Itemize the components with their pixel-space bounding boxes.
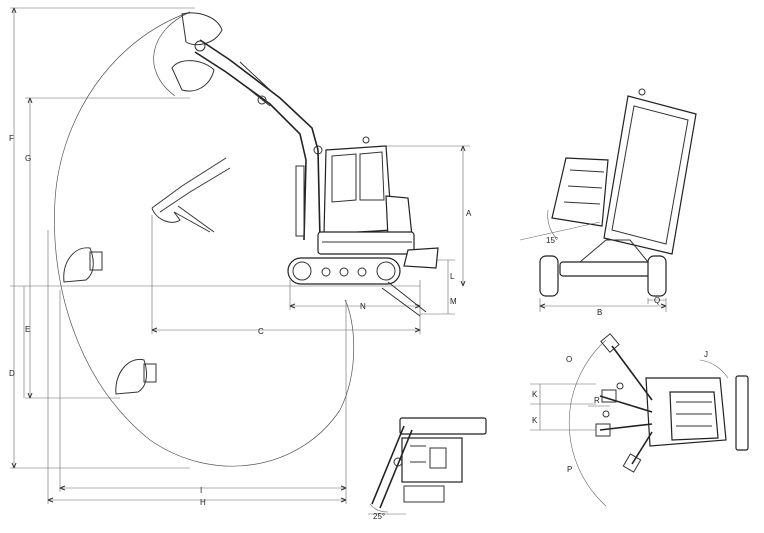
offset-detail-view — [368, 417, 487, 515]
label-D: D — [9, 369, 15, 378]
boom-arm — [194, 39, 323, 241]
label-N: N — [360, 302, 366, 311]
label-K-lower: K — [532, 416, 538, 425]
label-I: I — [200, 486, 202, 495]
label-P: P — [567, 465, 572, 474]
label-L: L — [450, 272, 455, 281]
reach-envelope — [54, 11, 355, 467]
label-R: R — [594, 396, 600, 405]
label-Q: Q — [654, 296, 660, 305]
label-C: C — [258, 327, 264, 336]
angle-tilt-label: 15° — [546, 236, 558, 245]
label-J: J — [704, 350, 708, 359]
excavator-body — [287, 136, 439, 317]
angle-offset-label: 25° — [373, 512, 385, 521]
label-O: O — [566, 355, 572, 364]
top-view-dimension-lines — [530, 383, 610, 431]
top-view — [568, 333, 749, 507]
label-M: M — [450, 297, 457, 306]
side-view-dimension-lines — [10, 7, 470, 504]
label-B: B — [597, 308, 602, 317]
label-K-upper: K — [532, 390, 538, 399]
label-A: A — [466, 209, 472, 218]
label-E: E — [25, 325, 30, 334]
label-F: F — [9, 134, 14, 143]
label-H: H — [200, 498, 206, 507]
label-G: G — [25, 154, 31, 163]
bucket-positions — [63, 12, 231, 395]
front-view-dimension-lines — [539, 298, 667, 312]
front-view — [519, 88, 697, 297]
